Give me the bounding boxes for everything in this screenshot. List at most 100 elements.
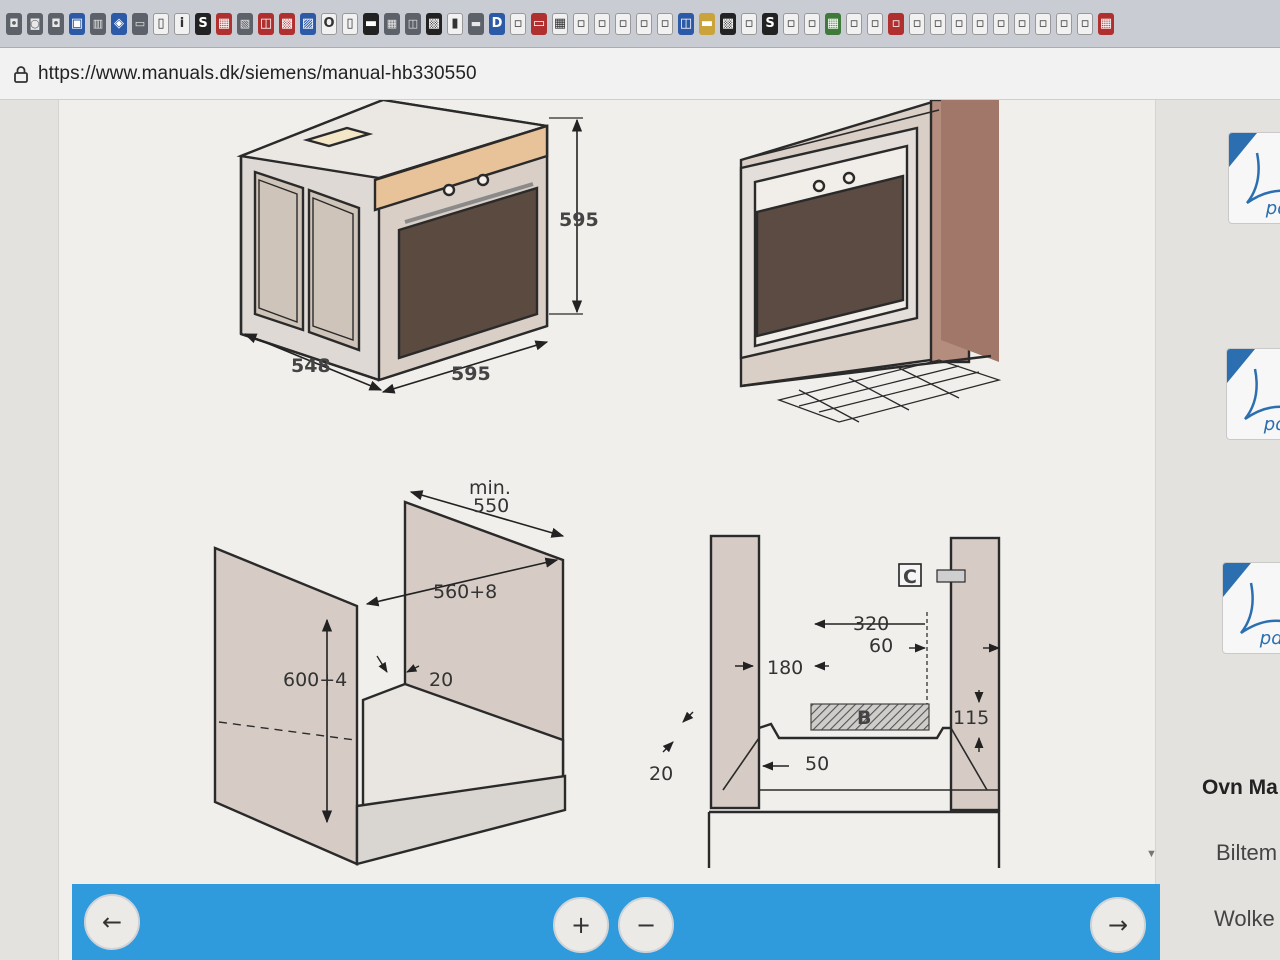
label-b: B	[857, 707, 871, 729]
bookmark-favicon-icon[interactable]: ▫	[1035, 12, 1051, 35]
bookmark-favicon-icon[interactable]: D	[489, 12, 505, 35]
bookmark-favicon-icon[interactable]: ◙	[27, 12, 43, 35]
bookmark-favicon-icon[interactable]: ▫	[1077, 12, 1093, 35]
dim-60: 60	[869, 635, 893, 657]
pdf-icon	[1223, 563, 1280, 635]
bookmark-favicon-icon[interactable]: ▥	[90, 12, 106, 35]
pdf-thumbnail-3[interactable]: pdf	[1222, 562, 1280, 654]
url-text[interactable]: https://www.manuals.dk/siemens/manual-hb…	[38, 62, 477, 84]
bookmark-favicon-icon[interactable]: ▩	[426, 12, 442, 35]
bookmark-favicon-icon[interactable]: ▫	[867, 12, 883, 35]
bookmark-favicon-icon[interactable]: ◫	[678, 12, 694, 35]
bookmark-favicon-icon[interactable]: ▫	[930, 12, 946, 35]
lock-icon	[12, 64, 30, 84]
cabinet-min-label: min.	[469, 477, 511, 499]
arrow-right-icon: →	[1107, 911, 1129, 939]
bookmark-favicon-icon[interactable]: ▦	[384, 12, 400, 35]
bookmark-favicon-icon[interactable]: ▧	[237, 12, 253, 35]
bookmark-favicon-icon[interactable]: ▫	[1014, 12, 1030, 35]
bookmark-favicon-icon[interactable]: ▫	[846, 12, 862, 35]
bookmark-favicon-icon[interactable]: i	[174, 12, 190, 35]
sidebar-title: Ovn Ma	[1202, 776, 1278, 799]
minus-icon: −	[635, 911, 657, 939]
bookmark-favicon-icon[interactable]: ▦	[552, 12, 568, 35]
bookmark-favicon-icon[interactable]: ▯	[153, 12, 169, 35]
pdf-thumbnail-label: pdf	[1263, 414, 1280, 435]
bookmark-favicon-icon[interactable]: ▫	[573, 12, 589, 35]
bookmark-favicon-icon[interactable]: ▫	[510, 12, 526, 35]
bookmark-favicon-icon[interactable]: ▫	[909, 12, 925, 35]
bookmark-favicon-icon[interactable]: S	[195, 12, 211, 35]
bookmark-favicon-icon[interactable]: ▣	[69, 12, 85, 35]
bookmark-favicon-icon[interactable]: ▯	[342, 12, 358, 35]
pdf-thumbnail-2[interactable]: pdf	[1226, 348, 1280, 440]
pdf-thumbnail-label: pdf	[1265, 198, 1280, 219]
bookmark-favicon-icon[interactable]: ◫	[405, 12, 421, 35]
manual-page: 595 548 595	[58, 100, 1156, 960]
bookmark-favicon-icon[interactable]: ◫	[258, 12, 274, 35]
bookmark-favicon-icon[interactable]: ▫	[951, 12, 967, 35]
bookmark-favicon-icon[interactable]: ◘	[48, 12, 64, 35]
bookmark-favicon-icon[interactable]: ▫	[615, 12, 631, 35]
bookmark-favicon-icon[interactable]: ▫	[636, 12, 652, 35]
plus-icon: +	[570, 911, 592, 939]
oven-drawing	[236, 100, 583, 394]
bookmark-favicon-icon[interactable]: ▬	[468, 12, 484, 35]
bookmark-favicon-icon[interactable]: ▫	[594, 12, 610, 35]
bookmark-favicon-icon[interactable]: ▦	[216, 12, 232, 35]
viewer-toolbar	[72, 884, 1160, 960]
bookmark-favicon-icon[interactable]: ▦	[825, 12, 841, 35]
bookmark-favicon-icon[interactable]: ◘	[6, 12, 22, 35]
prev-page-button[interactable]: ←	[84, 894, 140, 950]
bookmark-favicon-icon[interactable]: ▬	[363, 12, 379, 35]
bookmark-favicon-icon[interactable]: ▫	[783, 12, 799, 35]
oven-width-dim: 595	[451, 363, 491, 385]
pdf-thumbnail-label: pdf	[1259, 628, 1280, 649]
bookmark-favicon-icon[interactable]: ▭	[132, 12, 148, 35]
bookmark-favicon-icon[interactable]: ▨	[300, 12, 316, 35]
bookmark-favicon-icon[interactable]: O	[321, 12, 337, 35]
address-bar[interactable]: https://www.manuals.dk/siemens/manual-hb…	[0, 48, 1280, 100]
sidebar-link-wolke[interactable]: Wolke	[1214, 906, 1275, 931]
pdf-icon	[1229, 133, 1280, 205]
section-drawing	[662, 534, 1001, 868]
bookmark-favicon-icon[interactable]: ▩	[720, 12, 736, 35]
oven-height-dim: 595	[559, 209, 599, 231]
cabinet-gap-dim: 20	[429, 669, 453, 691]
label-c-box	[898, 563, 922, 587]
bookmark-favicon-icon[interactable]: ▫	[888, 12, 904, 35]
installed-oven-drawing	[739, 100, 1002, 423]
bookmark-favicon-icon[interactable]: ▫	[804, 12, 820, 35]
bookmark-favicon-icon[interactable]: ▦	[1098, 12, 1114, 35]
cabinet-height-dim: 600+4	[283, 669, 347, 691]
dim-320: 320	[853, 613, 889, 635]
bookmark-favicon-icon[interactable]: ▬	[699, 12, 715, 35]
cabinet-drawing	[213, 490, 567, 866]
zoom-out-button[interactable]: −	[618, 897, 674, 953]
bookmark-favicon-icon[interactable]: ▩	[279, 12, 295, 35]
manual-viewer: 595 548 595	[0, 100, 1280, 960]
label-c: C	[903, 566, 917, 588]
dim-50: 50	[805, 753, 829, 775]
pdf-icon	[1227, 349, 1280, 421]
bookmark-favicon-icon[interactable]: ▫	[993, 12, 1009, 35]
chevron-down-icon: ▼	[1146, 848, 1157, 860]
bookmark-favicon-icon[interactable]: ▫	[741, 12, 757, 35]
installation-diagram: 595 548 595	[213, 100, 1002, 868]
dim-115: 115	[953, 707, 989, 729]
cabinet-min-depth-dim: 550	[473, 495, 509, 517]
bookmark-favicon-icon[interactable]: ▮	[447, 12, 463, 35]
pdf-thumbnail-1[interactable]: pdf	[1228, 132, 1280, 224]
bookmark-favicon-icon[interactable]: ▫	[972, 12, 988, 35]
bookmark-favicon-icon[interactable]: S	[762, 12, 778, 35]
bookmark-favicon-icon[interactable]: ▫	[657, 12, 673, 35]
bookmark-favicon-icon[interactable]: ▭	[531, 12, 547, 35]
zoom-in-button[interactable]: +	[553, 897, 609, 953]
next-page-button[interactable]: →	[1090, 897, 1146, 953]
bookmark-favicon-icon[interactable]: ◈	[111, 12, 127, 35]
oven-depth-dim: 548	[291, 355, 331, 377]
bookmark-favicon-icon[interactable]: ▫	[1056, 12, 1072, 35]
sidebar-link-biltema[interactable]: Biltem	[1216, 840, 1278, 865]
